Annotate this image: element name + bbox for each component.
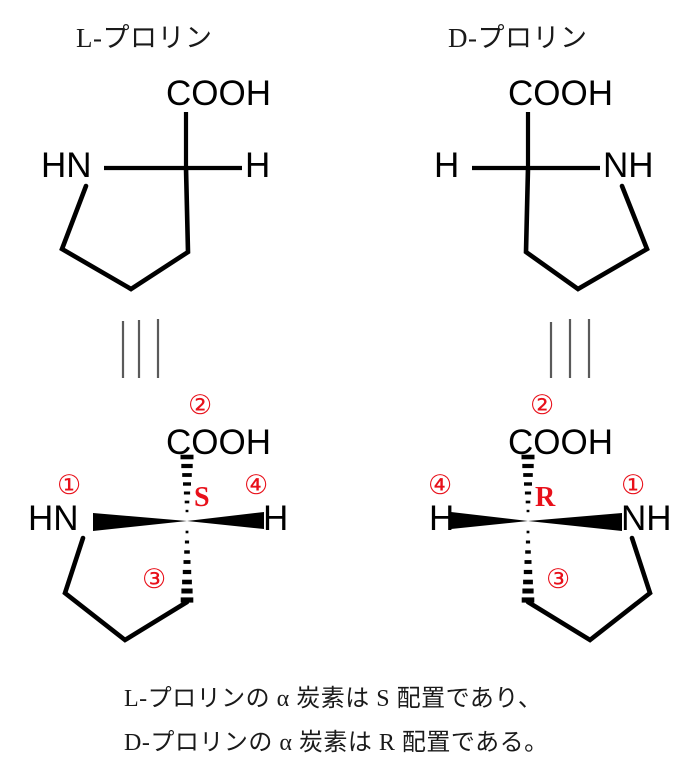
label-h-top-right: H bbox=[434, 146, 460, 185]
priority-4-bottom-right: ④ bbox=[428, 470, 453, 500]
hash-bond-cooh-br bbox=[521, 454, 535, 513]
label-hn-top-left: HN bbox=[41, 146, 92, 185]
ring-pyrrolidine-bl bbox=[62, 535, 190, 643]
ring-pyrrolidine-br bbox=[525, 535, 653, 643]
label-h-bottom-left: H bbox=[263, 499, 289, 538]
equivalence-marker-left bbox=[121, 319, 160, 378]
label-h-top-left: H bbox=[245, 146, 271, 185]
bottom-left-skeleton bbox=[62, 454, 264, 643]
priority-2-bottom-right: ② bbox=[530, 390, 555, 420]
stereo-descriptor-s: S bbox=[194, 482, 210, 513]
wedge-bond-n-bl bbox=[93, 513, 187, 531]
top-left-skeleton bbox=[59, 112, 242, 292]
wedge-bond-h-br bbox=[451, 512, 528, 529]
priority-3-bottom-left: ③ bbox=[142, 564, 167, 594]
priority-1-bottom-left: ① bbox=[57, 470, 82, 500]
stereo-descriptor-r: R bbox=[535, 482, 556, 513]
wedge-bond-h-bl bbox=[187, 512, 264, 529]
label-cooh-bottom-left: COOH bbox=[166, 423, 271, 462]
bottom-right-skeleton bbox=[451, 454, 653, 643]
priority-4-bottom-left: ④ bbox=[244, 470, 269, 500]
label-cooh-top-right: COOH bbox=[508, 74, 613, 113]
label-cooh-bottom-right: COOH bbox=[508, 423, 613, 462]
wedge-bond-n-br bbox=[528, 513, 622, 531]
priority-2-bottom-left: ② bbox=[188, 390, 213, 420]
equivalence-marker-right bbox=[549, 319, 591, 378]
label-nh-bottom-right: NH bbox=[621, 499, 672, 538]
priority-1-bottom-right: ① bbox=[621, 470, 646, 500]
title-d-proline: D-プロリン bbox=[448, 23, 588, 53]
label-hn-bottom-left: HN bbox=[28, 499, 79, 538]
hash-bond-cooh-bl bbox=[180, 454, 194, 513]
hash-bond-ring-br bbox=[521, 530, 535, 603]
label-nh-top-right: NH bbox=[603, 146, 654, 185]
caption-line-1: L-プロリンの α 炭素は S 配置であり、 bbox=[124, 686, 543, 712]
label-cooh-top-left: COOH bbox=[166, 74, 271, 113]
ring-pyrrolidine-tl bbox=[59, 165, 191, 292]
title-l-proline: L-プロリン bbox=[76, 23, 213, 53]
label-h-bottom-right: H bbox=[429, 499, 455, 538]
hash-bond-ring-bl bbox=[180, 530, 194, 603]
top-right-skeleton bbox=[472, 112, 650, 292]
ring-pyrrolidine-tr bbox=[523, 165, 650, 292]
caption-line-2: D-プロリンの α 炭素は R 配置である。 bbox=[124, 730, 549, 756]
priority-3-bottom-right: ③ bbox=[546, 564, 571, 594]
